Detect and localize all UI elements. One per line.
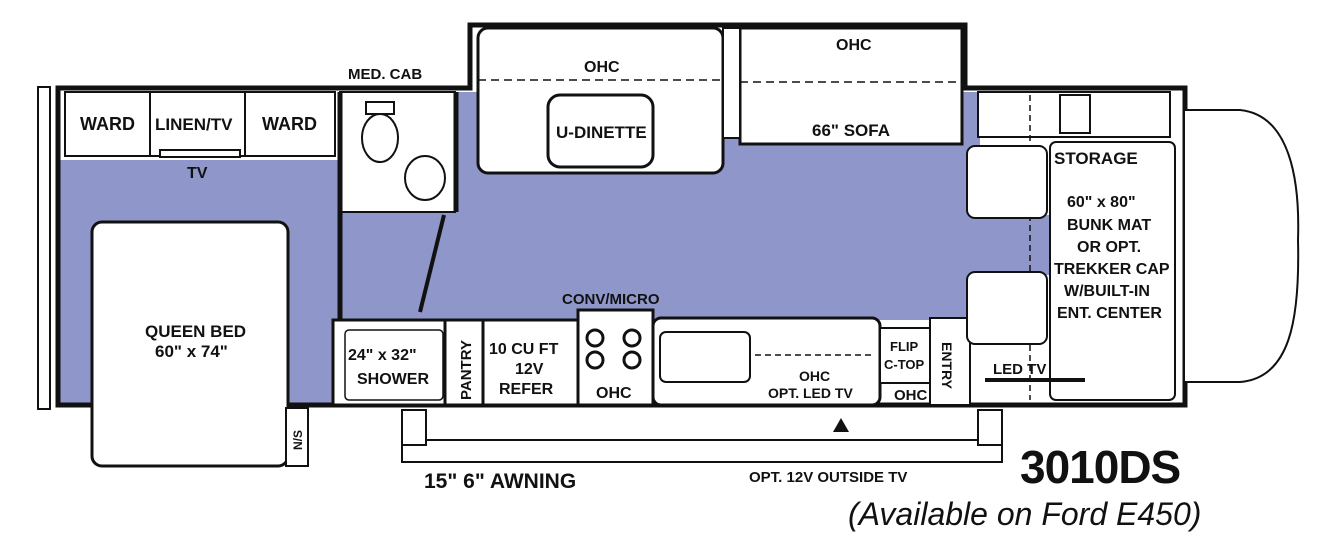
flip-label: FLIP <box>890 339 918 354</box>
bunk-label-5: W/BUILT-IN <box>1064 283 1150 300</box>
ohc-dinette-label: OHC <box>584 59 620 76</box>
dinette-table <box>546 93 655 169</box>
slide-post <box>722 27 741 139</box>
shower-label: SHOWER <box>357 371 429 388</box>
bunk-mat <box>1049 141 1176 401</box>
fridge-icon <box>1059 94 1091 134</box>
cab-seat-lower <box>966 271 1048 345</box>
toilet-tank <box>365 101 395 115</box>
awning <box>401 439 1003 463</box>
burner <box>585 350 605 370</box>
refer-label-1: 10 CU FT <box>489 341 559 358</box>
ohc-stove-label: OHC <box>596 385 632 402</box>
front-floor <box>965 215 1050 275</box>
storage-label: STORAGE <box>1054 149 1138 168</box>
pantry-label: PANTRY <box>458 340 475 400</box>
tv-label: TV <box>187 165 208 182</box>
ward-right-label: WARD <box>262 114 317 134</box>
burner <box>585 328 605 348</box>
ohc-sofa-label: OHC <box>836 37 872 54</box>
pantry <box>443 318 485 407</box>
toilet <box>361 113 399 163</box>
bunk-label-3: OR OPT. <box>1077 239 1141 256</box>
nightstand <box>285 407 309 467</box>
model-number: 3010DS <box>1020 441 1181 493</box>
refer-label-2: 12V <box>515 361 544 378</box>
outside-tv-label: OPT. 12V OUTSIDE TV <box>749 469 907 486</box>
bath-sink <box>404 155 446 201</box>
refrigerator <box>481 318 580 407</box>
c-top-label: C-TOP <box>884 357 925 372</box>
bunk-label-2: BUNK MAT <box>1067 217 1151 234</box>
cab-seat-upper <box>966 145 1048 219</box>
shower-size-label: 24" x 32" <box>348 347 417 364</box>
entry-step <box>929 317 971 406</box>
bath-door <box>418 214 446 313</box>
bunk-label-4: TREKKER CAP <box>1054 261 1170 278</box>
awning-label: 15" 6" AWNING <box>424 470 576 493</box>
burner <box>622 328 642 348</box>
ward-left-box <box>64 91 151 157</box>
ward-right-box <box>244 91 336 157</box>
ohc-entry-label: OHC <box>894 387 928 404</box>
entry-label: ENTRY <box>939 342 955 390</box>
sofa-slide <box>738 26 964 146</box>
queen-bed <box>90 220 290 468</box>
led-tv-label: LED TV <box>993 361 1046 378</box>
aisle-floor <box>455 175 580 325</box>
awning-arm-right <box>977 409 1003 446</box>
shower-pan <box>344 329 444 401</box>
opt-led-tv-label: OPT. LED TV <box>768 385 853 401</box>
tv-bar <box>159 149 241 158</box>
burner <box>622 350 642 370</box>
linen-tv-label: LINEN/TV <box>155 115 233 134</box>
bunk-label-6: ENT. CENTER <box>1057 305 1162 322</box>
outside-tv-arrow-icon <box>833 418 849 432</box>
bunk-label-1: 60" x 80" <box>1067 194 1136 211</box>
cab-nose <box>1185 109 1300 383</box>
refer-label-3: REFER <box>499 381 554 398</box>
ns-label: N/S <box>291 430 305 450</box>
ward-left-label: WARD <box>80 114 135 134</box>
availability-note: (Available on Ford E450) <box>848 496 1202 532</box>
flip-c-top <box>879 327 931 384</box>
ohc-led-label: OHC <box>799 368 830 384</box>
sofa-label: 66" SOFA <box>812 121 890 140</box>
rear-bumper <box>37 86 51 410</box>
kitchen-sink <box>659 331 751 383</box>
awning-arm-left <box>401 409 427 446</box>
u-dinette-label: U-DINETTE <box>556 123 647 142</box>
med-cab-label: MED. CAB <box>348 66 422 83</box>
conv-micro-label: CONV/MICRO <box>562 291 660 308</box>
queen-bed-size-label: 60" x 74" <box>155 342 228 361</box>
queen-bed-label: QUEEN BED <box>145 322 246 341</box>
